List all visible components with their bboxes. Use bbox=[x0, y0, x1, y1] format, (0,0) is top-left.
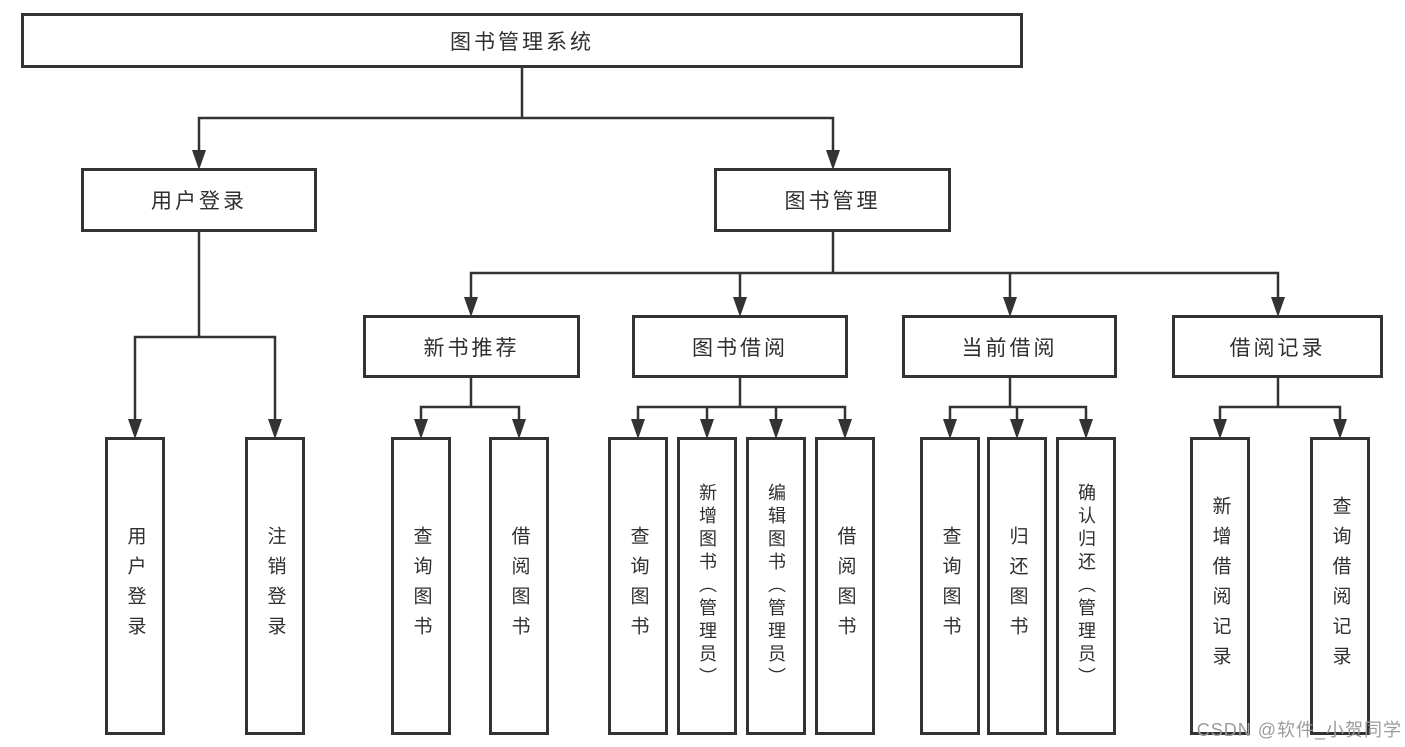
node-root-label: 图书管理系统 bbox=[450, 30, 594, 54]
connector-bookmgmt-to-level3 bbox=[469, 230, 1280, 301]
node-current-borrow-label: 当前借阅 bbox=[961, 336, 1058, 360]
csdn-watermark: CSDN @软件_小贺同学 bbox=[1196, 720, 1402, 740]
node-root-system: 图书管理系统 bbox=[21, 13, 1023, 68]
arrow-icon bbox=[943, 419, 957, 439]
arrow-icon bbox=[1213, 419, 1227, 439]
connector-root-to-level2 bbox=[197, 66, 835, 154]
node-new-book-recommend: 新书推荐 bbox=[363, 315, 580, 378]
leaf-add-books-admin-label: 新增图书（管理员） bbox=[697, 482, 717, 690]
arrow-icon bbox=[464, 297, 478, 317]
connector-current-to-leaves bbox=[948, 376, 1088, 423]
leaf-query-borrow-record-label: 查询借阅记录 bbox=[1329, 496, 1351, 676]
leaf-query-borrow-record: 查询借阅记录 bbox=[1310, 437, 1370, 735]
leaf-edit-books-admin: 编辑图书（管理员） bbox=[746, 437, 806, 735]
leaf-query-books-recommend: 查询图书 bbox=[391, 437, 451, 735]
leaf-query-books-current-label: 查询图书 bbox=[939, 526, 961, 646]
arrow-icon bbox=[826, 150, 840, 170]
leaf-confirm-return-admin: 确认归还（管理员） bbox=[1056, 437, 1116, 735]
node-book-borrow: 图书借阅 bbox=[632, 315, 848, 378]
connector-records-to-leaves bbox=[1218, 376, 1342, 423]
leaf-add-borrow-record-label: 新增借阅记录 bbox=[1209, 496, 1231, 676]
leaf-logout: 注销登录 bbox=[245, 437, 305, 735]
leaf-return-books-label: 归还图书 bbox=[1006, 526, 1028, 646]
arrow-icon bbox=[769, 419, 783, 439]
arrow-icon bbox=[1003, 297, 1017, 317]
node-book-management-label: 图书管理 bbox=[784, 190, 881, 213]
arrow-icon bbox=[1010, 419, 1024, 439]
arrowheads bbox=[128, 150, 1347, 439]
node-book-management: 图书管理 bbox=[714, 168, 951, 232]
leaf-confirm-return-admin-label: 确认归还（管理员） bbox=[1076, 482, 1096, 690]
leaf-add-books-admin: 新增图书（管理员） bbox=[677, 437, 737, 735]
arrow-icon bbox=[631, 419, 645, 439]
node-borrow-records: 借阅记录 bbox=[1172, 315, 1383, 378]
leaf-user-login: 用户登录 bbox=[105, 437, 165, 735]
leaf-query-books-current: 查询图书 bbox=[920, 437, 980, 735]
node-book-borrow-label: 图书借阅 bbox=[692, 336, 788, 360]
leaf-add-borrow-record: 新增借阅记录 bbox=[1190, 437, 1250, 735]
arrow-icon bbox=[1333, 419, 1347, 439]
node-new-book-recommend-label: 新书推荐 bbox=[423, 336, 520, 360]
node-user-login: 用户登录 bbox=[81, 168, 317, 232]
leaf-borrow-books-label: 借阅图书 bbox=[834, 526, 856, 646]
leaf-user-login-label: 用户登录 bbox=[124, 526, 146, 646]
arrow-icon bbox=[512, 419, 526, 439]
leaf-logout-label: 注销登录 bbox=[264, 526, 286, 646]
arrow-icon bbox=[414, 419, 428, 439]
leaf-return-books: 归还图书 bbox=[987, 437, 1047, 735]
node-borrow-records-label: 借阅记录 bbox=[1229, 336, 1326, 360]
leaf-query-books-recommend-label: 查询图书 bbox=[410, 526, 432, 646]
arrow-icon bbox=[1271, 297, 1285, 317]
connector-userlogin-to-leaves bbox=[133, 230, 277, 423]
arrow-icon bbox=[268, 419, 282, 439]
leaf-borrow-books: 借阅图书 bbox=[815, 437, 875, 735]
leaf-query-books-borrow-label: 查询图书 bbox=[627, 526, 649, 646]
connector-newbook-to-leaves bbox=[419, 376, 521, 423]
arrow-icon bbox=[1079, 419, 1093, 439]
leaf-query-books-borrow: 查询图书 bbox=[608, 437, 668, 735]
node-user-login-label: 用户登录 bbox=[151, 190, 247, 213]
leaf-edit-books-admin-label: 编辑图书（管理员） bbox=[766, 482, 786, 690]
connector-borrow-to-leaves bbox=[636, 376, 847, 423]
leaf-borrow-books-recommend-label: 借阅图书 bbox=[508, 526, 530, 646]
arrow-icon bbox=[733, 297, 747, 317]
arrow-icon bbox=[700, 419, 714, 439]
arrow-icon bbox=[838, 419, 852, 439]
arrow-icon bbox=[192, 150, 206, 170]
arrow-icon bbox=[128, 419, 142, 439]
leaf-borrow-books-recommend: 借阅图书 bbox=[489, 437, 549, 735]
node-current-borrow: 当前借阅 bbox=[902, 315, 1117, 378]
